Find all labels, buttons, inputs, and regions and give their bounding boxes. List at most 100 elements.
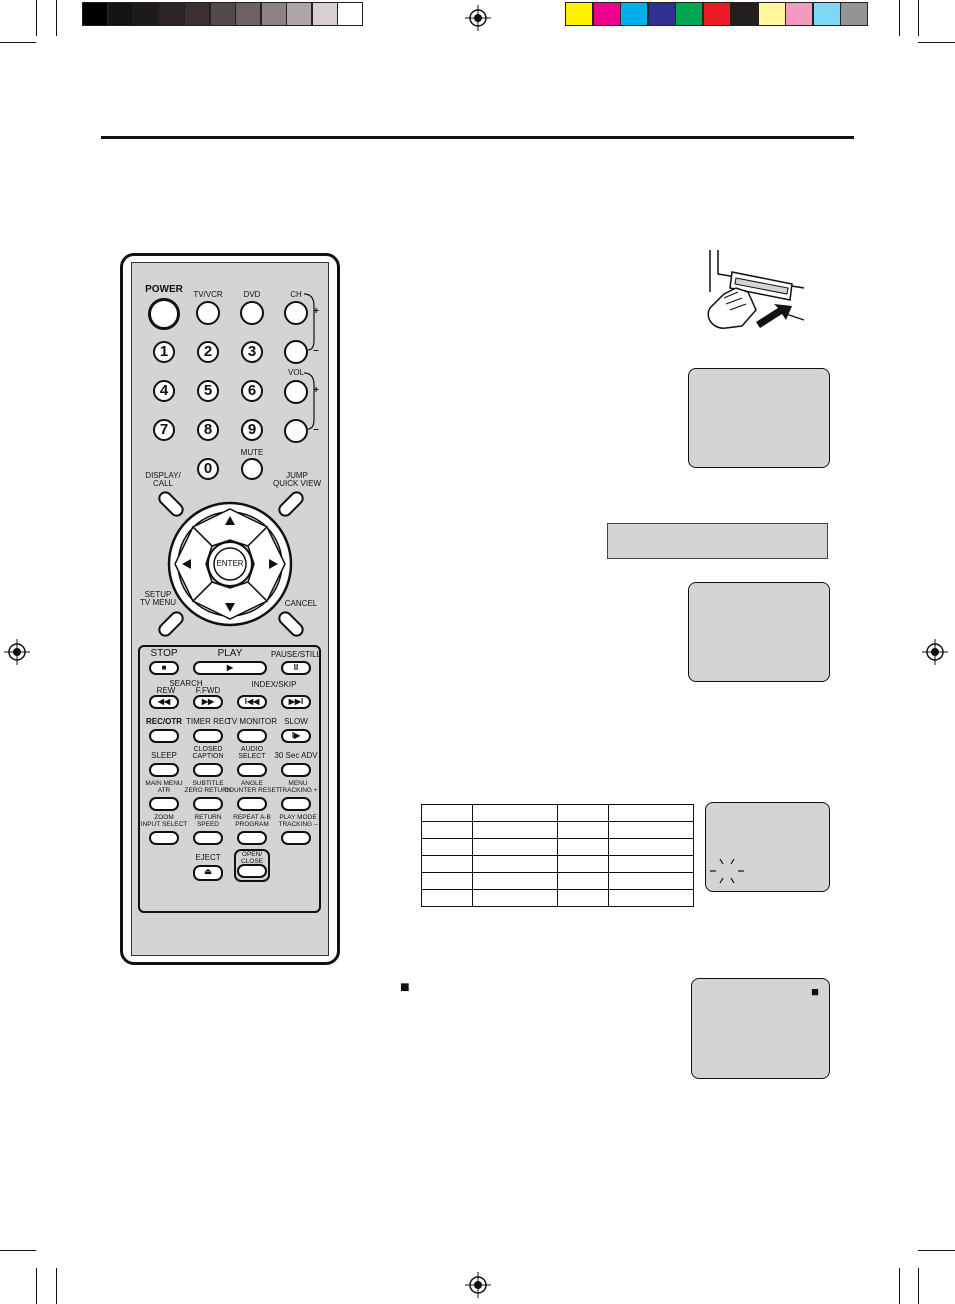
tvvcr-button[interactable] <box>196 301 220 325</box>
channel-up-button[interactable] <box>284 301 308 325</box>
audio-select-button[interactable] <box>237 763 267 777</box>
gray-swatch <box>286 2 312 26</box>
stop-button[interactable]: ■ <box>149 661 179 675</box>
slow-button[interactable]: I▶ <box>281 729 311 743</box>
mute-button[interactable] <box>241 458 263 480</box>
main-menu-button[interactable] <box>149 797 179 811</box>
mute-label: MUTE <box>240 448 264 457</box>
color-swatch <box>812 2 841 26</box>
30sec-adv-label: 30 Sec ADV <box>274 751 318 760</box>
dvd-label: DVD <box>243 290 261 299</box>
eject-label: EJECT <box>195 853 221 862</box>
gray-swatch <box>107 2 134 26</box>
digit-8-button[interactable]: 8 <box>197 419 219 441</box>
crop-mark <box>899 1268 900 1304</box>
plus-sign: + <box>313 385 319 396</box>
menu-tracking-up-button[interactable] <box>281 797 311 811</box>
rec-otr-button[interactable] <box>149 729 179 743</box>
gray-swatch <box>337 2 363 26</box>
timer-rec-label: TIMER REC <box>186 717 230 726</box>
digit-4-button[interactable]: 4 <box>153 380 175 402</box>
zoom-button[interactable] <box>149 831 179 845</box>
digit-7-button[interactable]: 7 <box>153 419 175 441</box>
angle-label: ANGLE COUNTER RESET <box>224 780 280 794</box>
dvd-button[interactable] <box>240 301 264 325</box>
cancel-button[interactable] <box>275 608 307 640</box>
timer-rec-button[interactable] <box>193 729 223 743</box>
crop-mark <box>918 1250 955 1251</box>
open-close-button[interactable] <box>237 864 267 878</box>
color-swatch <box>565 2 593 26</box>
crop-mark <box>0 1250 36 1251</box>
direction-pad-icon[interactable] <box>166 500 294 628</box>
tracking-down-button[interactable] <box>281 831 311 845</box>
angle-button[interactable] <box>237 797 267 811</box>
digit-6-button[interactable]: 6 <box>241 380 263 402</box>
minus-sign: – <box>313 345 319 356</box>
color-swatch <box>702 2 731 26</box>
sleep-button[interactable] <box>149 763 179 777</box>
closed-caption-label: CLOSED CAPTION <box>192 746 224 760</box>
table-row <box>421 838 694 856</box>
transport-panel <box>138 645 321 913</box>
pause-button[interactable]: II <box>281 661 311 675</box>
return-speed-button[interactable] <box>193 831 223 845</box>
closed-caption-button[interactable] <box>193 763 223 777</box>
repeat-button[interactable] <box>237 831 267 845</box>
table-row <box>421 804 694 822</box>
registration-mark-icon <box>4 639 30 665</box>
table-row <box>421 889 694 907</box>
digit-5-button[interactable]: 5 <box>197 380 219 402</box>
gray-swatch <box>82 2 108 26</box>
gray-box <box>607 523 828 559</box>
rew-button[interactable]: ◀◀ <box>149 695 179 709</box>
power-button[interactable] <box>148 298 180 330</box>
skip-next-button[interactable]: ▶▶I <box>281 695 311 709</box>
play-button[interactable]: ▶ <box>193 661 267 675</box>
digit-9-button[interactable]: 9 <box>241 419 263 441</box>
vol-label: VOL <box>287 368 305 377</box>
plus-sign: + <box>313 306 319 317</box>
repeat-label: REPEAT A-B PROGRAM <box>233 814 271 828</box>
ffwd-button[interactable]: ▶▶ <box>193 695 223 709</box>
stop-indicator-icon: ■ <box>811 984 819 999</box>
tv-monitor-label: TV MONITOR <box>226 717 278 726</box>
digit-3-button[interactable]: 3 <box>241 341 263 363</box>
rew-label: REW <box>156 686 176 695</box>
digit-1-button[interactable]: 1 <box>153 341 175 363</box>
crop-mark <box>56 0 57 36</box>
eject-button[interactable]: ⏏ <box>193 865 223 881</box>
setup-label: SETUP TV MENU <box>140 590 176 607</box>
gray-swatch <box>260 2 287 26</box>
tv-screen-3 <box>705 802 830 892</box>
digit-2-button[interactable]: 2 <box>197 341 219 363</box>
crop-mark <box>56 1268 57 1304</box>
crop-mark <box>918 1268 919 1304</box>
power-label: POWER <box>145 284 183 295</box>
skip-prev-button[interactable]: I◀◀ <box>237 695 267 709</box>
channel-down-button[interactable] <box>284 340 308 364</box>
30sec-adv-button[interactable] <box>281 763 311 777</box>
volume-up-button[interactable] <box>284 380 308 404</box>
open-close-frame <box>234 849 270 882</box>
tv-monitor-button[interactable] <box>237 729 267 743</box>
jump-label: JUMP QUICK VIEW <box>272 471 322 488</box>
table-row <box>421 872 694 890</box>
data-table <box>421 804 694 907</box>
enter-label: ENTER <box>216 559 244 568</box>
tv-screen-2 <box>688 582 830 682</box>
subtitle-button[interactable] <box>193 797 223 811</box>
tv-screen-1 <box>688 368 830 468</box>
ch-bracket-icon <box>303 293 315 351</box>
registration-mark-icon <box>922 639 948 665</box>
vcr-insert-illustration-icon <box>707 250 805 329</box>
main-menu-label: MAIN MENU ATR <box>145 780 183 794</box>
play-label: PLAY <box>217 648 243 659</box>
subtitle-label: SUBTITLE ZERO RETURN <box>184 780 232 794</box>
cancel-label: CANCEL <box>284 599 318 608</box>
search-label: SEARCH <box>169 679 203 688</box>
digit-0-button[interactable]: 0 <box>197 458 219 480</box>
blink-indicator-icon <box>710 858 744 884</box>
volume-down-button[interactable] <box>284 419 308 443</box>
